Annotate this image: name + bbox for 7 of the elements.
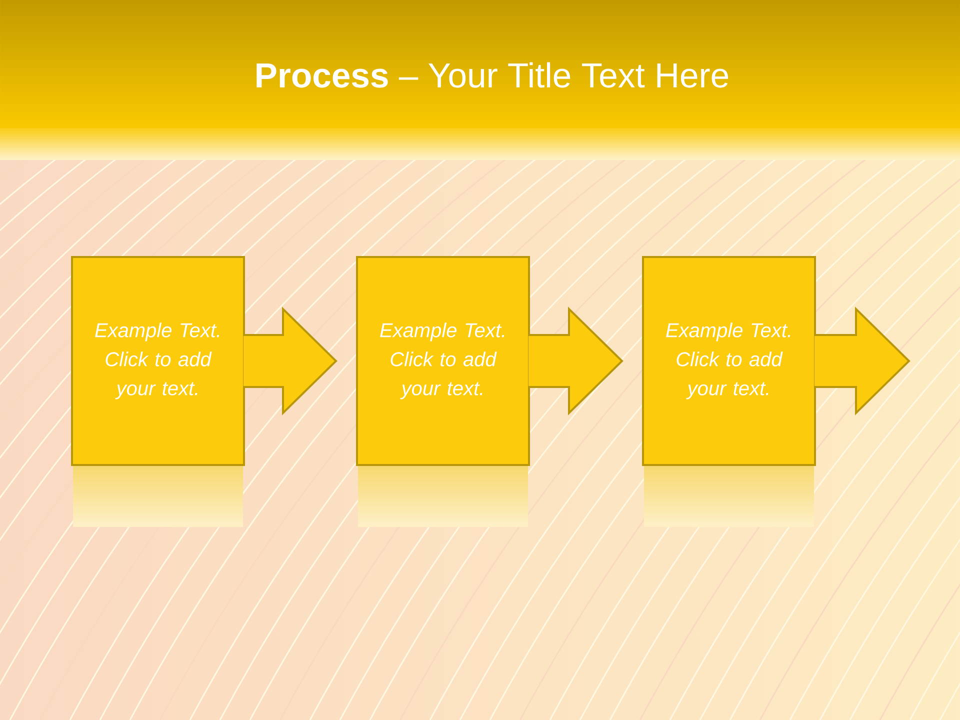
block-arrow xyxy=(242,306,338,416)
process-box: Example Text. Click to add your text. xyxy=(71,256,245,466)
block-arrow xyxy=(814,306,910,416)
block-arrow xyxy=(528,306,624,416)
title: Process – Your Title Text Here xyxy=(256,62,728,88)
process-box: Example Text. Click to add your text. xyxy=(356,256,530,466)
process-box: Example Text. Click to add your text. xyxy=(642,256,816,466)
